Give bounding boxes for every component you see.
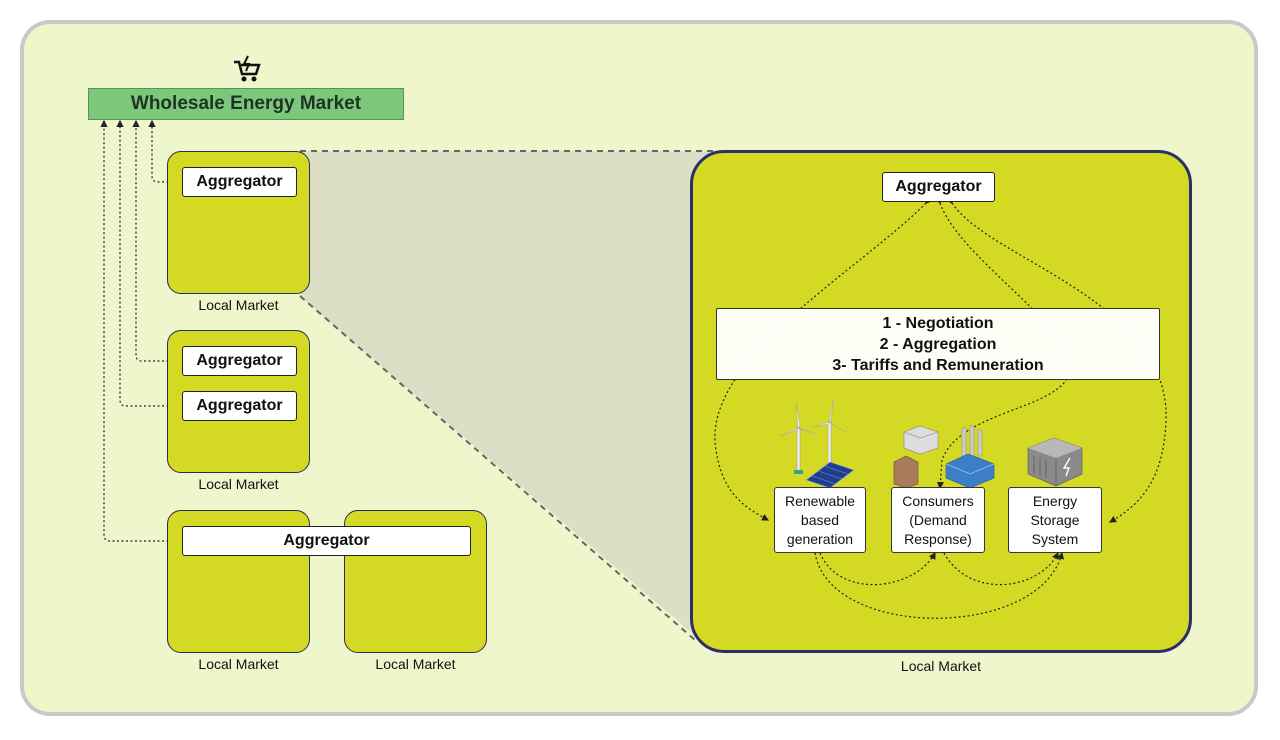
link-aggregator-storage [945, 196, 1167, 523]
wind-turbine-icon [778, 397, 868, 489]
aggregator-2b: Aggregator [182, 391, 297, 421]
step-negotiation: 1 - Negotiation [882, 314, 994, 332]
aggregator-shared: Aggregator [182, 526, 471, 556]
local-market-3a-label: Local Market [198, 656, 279, 672]
local-market-detail-label: Local Market [900, 658, 982, 674]
link-consumers-storage [937, 546, 1059, 586]
step-tariffs: 3- Tariffs and Remuneration [832, 356, 1044, 374]
local-market-1-label: Local Market [198, 297, 279, 313]
wholesale-energy-market: Wholesale Energy Market [88, 88, 404, 120]
process-steps: 1 - Negotiation 2 - Aggregation 3- Tarif… [716, 308, 1160, 380]
link-agg4-wholesale [100, 119, 188, 545]
battery-storage-icon [1024, 436, 1086, 488]
zoom-projection [300, 151, 715, 640]
link-aggregator-renewable [714, 196, 933, 521]
energy-storage-system: Energy Storage System [1008, 487, 1102, 553]
local-market-2-label: Local Market [198, 476, 279, 492]
renewable-generation: Renewable based generation [774, 487, 866, 553]
step-aggregation: 2 - Aggregation [879, 335, 997, 353]
cart-icon [232, 54, 262, 84]
aggregator-detail: Aggregator [882, 172, 995, 202]
aggregator-2a: Aggregator [182, 346, 297, 376]
consumers-demand-response: Consumers (Demand Response) [891, 487, 985, 553]
buildings-icon [890, 424, 1000, 489]
link-renewable-consumers [814, 546, 936, 586]
aggregator-1: Aggregator [182, 167, 297, 197]
local-market-3b-label: Local Market [375, 656, 456, 672]
link-renewable-storage [810, 546, 1065, 619]
